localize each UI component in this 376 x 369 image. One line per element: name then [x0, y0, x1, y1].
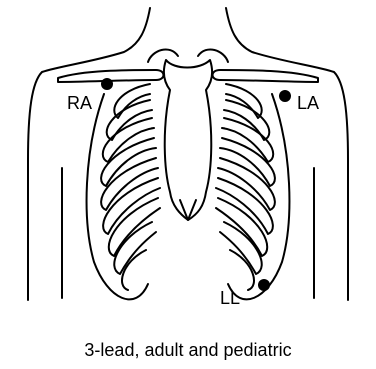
- electrode-la-label: LA: [297, 93, 319, 113]
- clavicle-right: [213, 70, 319, 82]
- electrode-ll-dot: [258, 279, 270, 291]
- diagram-caption: 3-lead, adult and pediatric: [84, 340, 291, 360]
- sternum: [164, 60, 212, 220]
- electrode-ra-label: RA: [67, 93, 92, 113]
- electrode-ra-dot: [101, 78, 113, 90]
- electrode-ll-label: LL: [220, 288, 240, 308]
- ribcage-left: [87, 84, 160, 299]
- upper-rib-left: [148, 49, 178, 62]
- electrode-la-dot: [279, 90, 291, 102]
- ribcage-right: [216, 84, 289, 299]
- upper-rib-right: [198, 49, 228, 62]
